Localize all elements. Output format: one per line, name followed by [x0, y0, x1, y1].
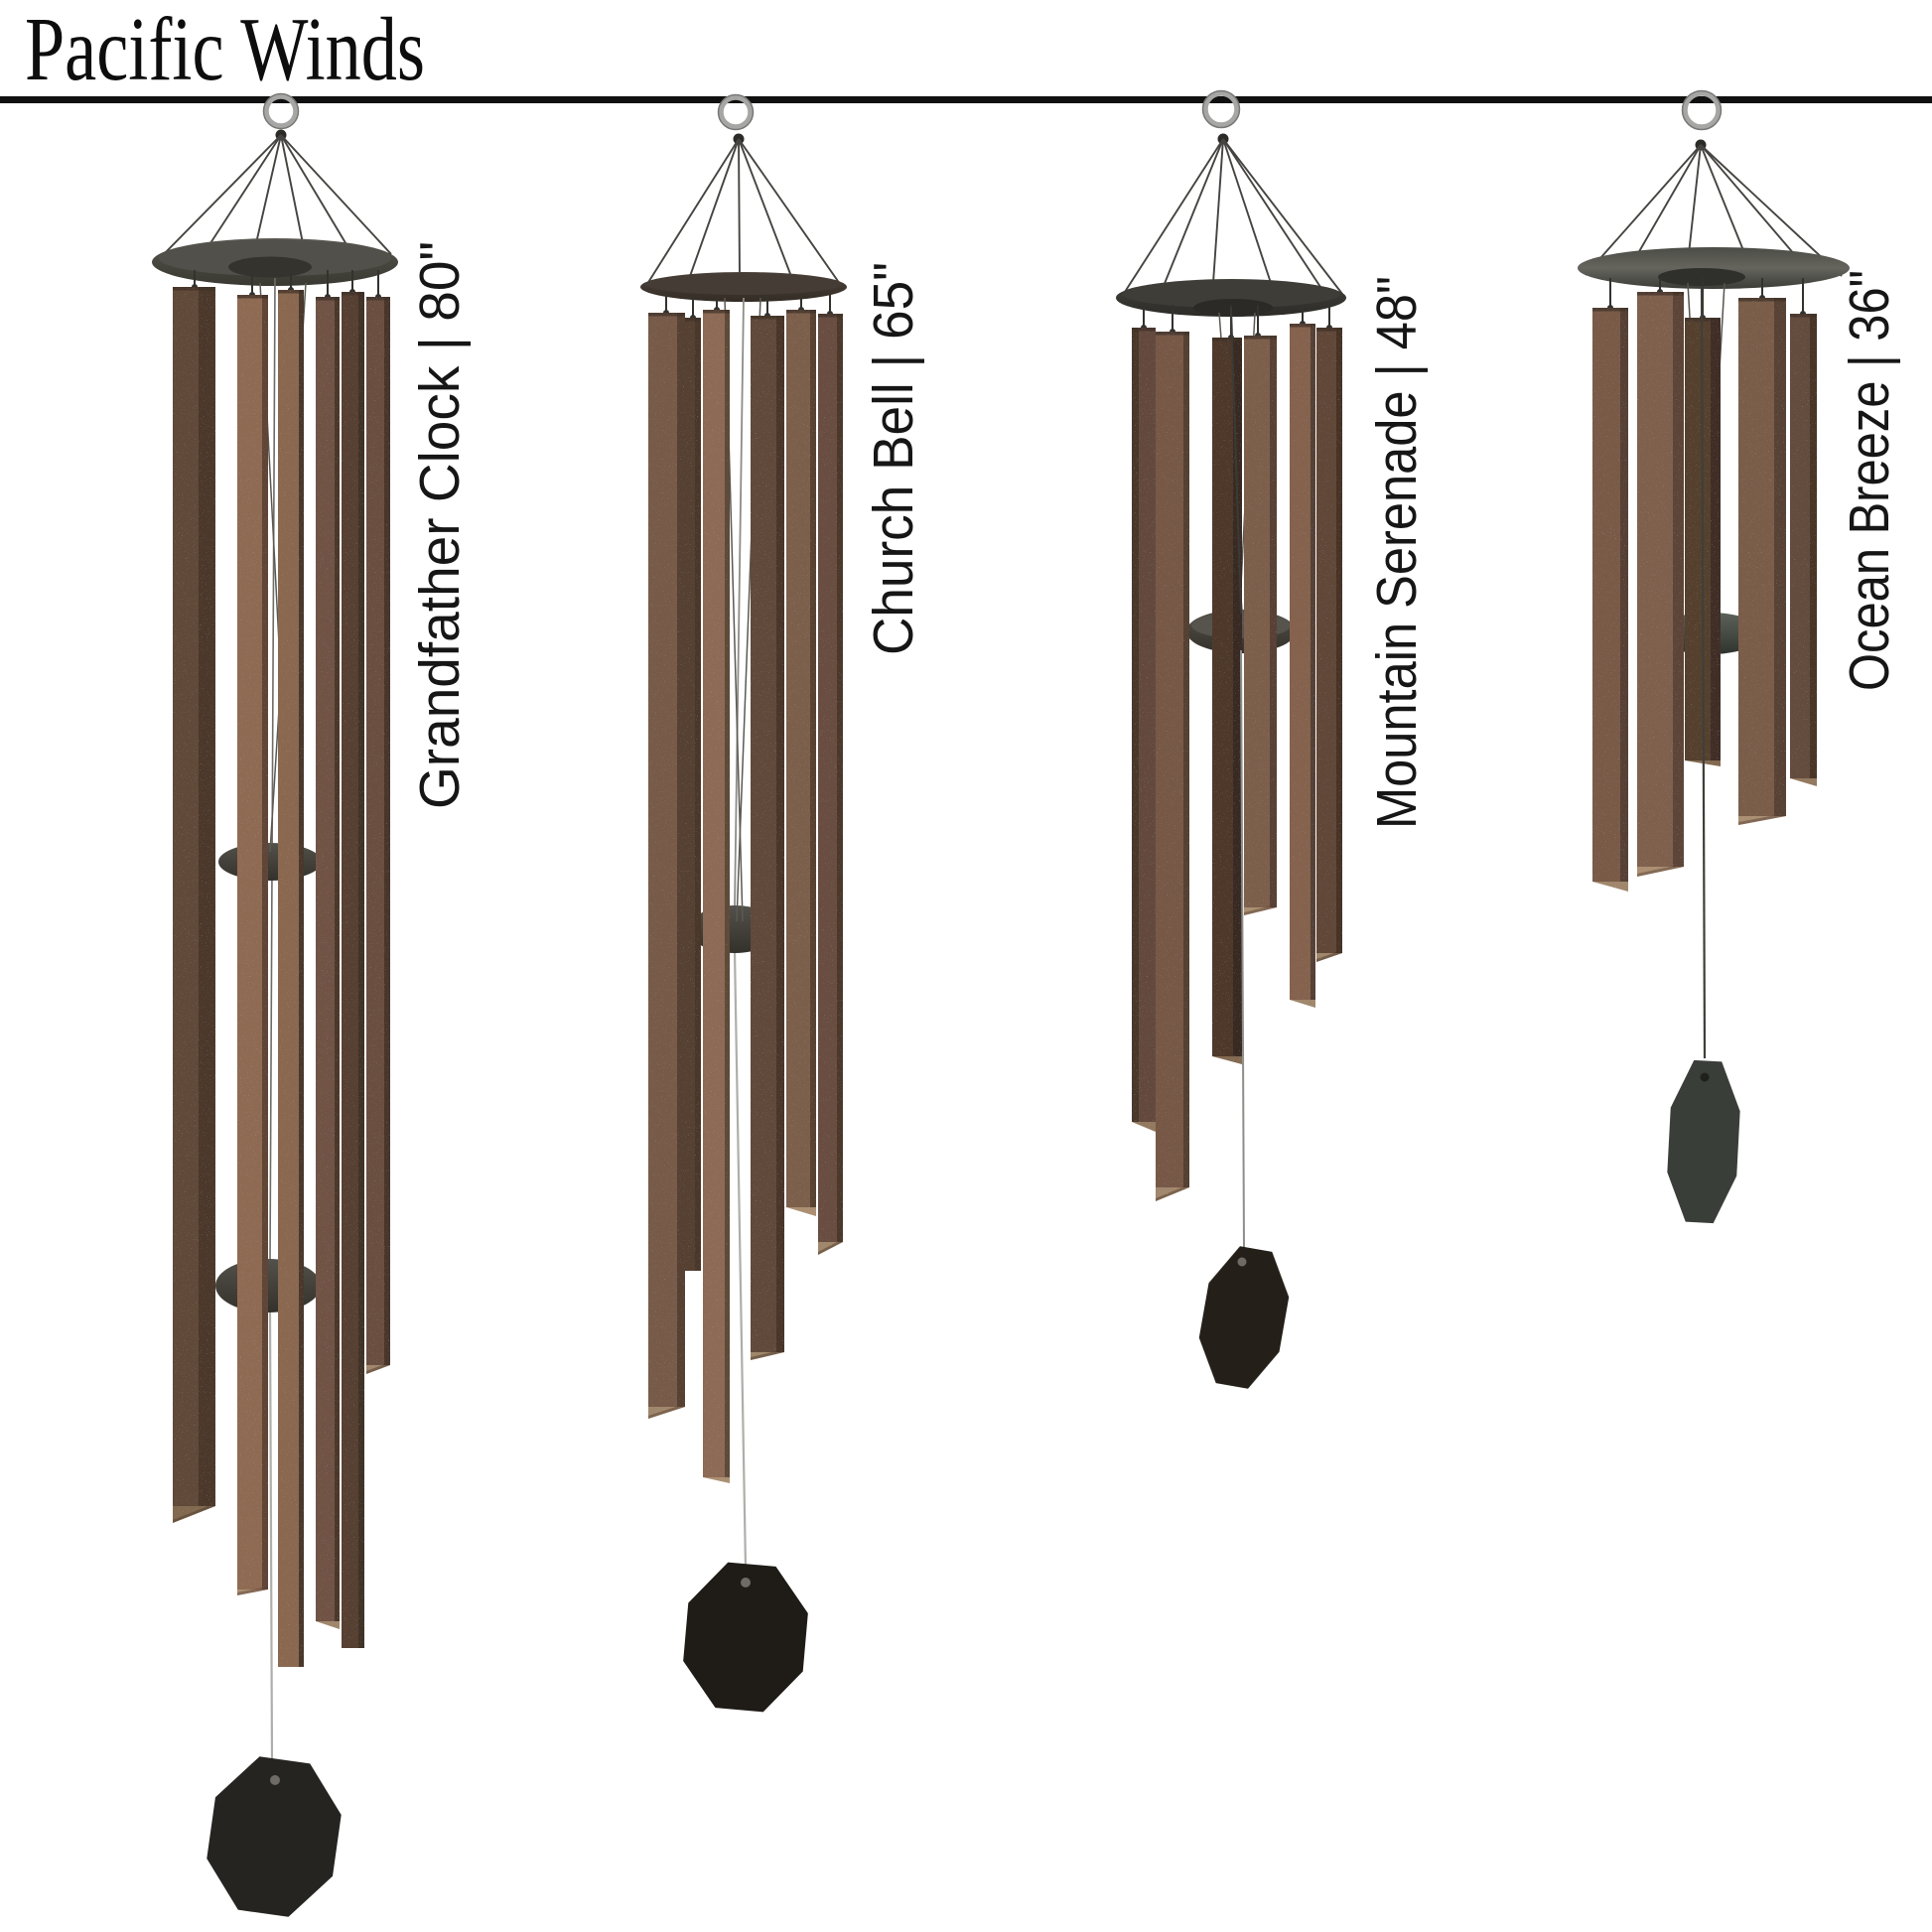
svg-text:Church Bell | 65": Church Bell | 65"	[862, 262, 925, 655]
svg-text:Mountain Serenade | 48": Mountain Serenade | 48"	[1365, 276, 1429, 829]
svg-text:Ocean Breeze | 36": Ocean Breeze | 36"	[1838, 270, 1901, 691]
svg-text:Pacific Winds: Pacific Winds	[25, 0, 425, 99]
svg-text:Grandfather Clock | 80": Grandfather Clock | 80"	[408, 241, 472, 809]
